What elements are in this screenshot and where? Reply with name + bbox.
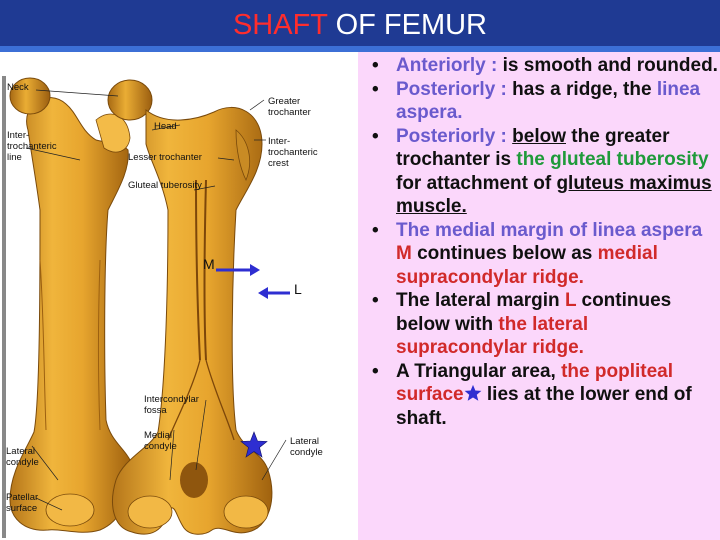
label-lesser-trochanter: Lesser trochanter (128, 152, 202, 163)
bullet-2-lead: Posteriorly : (396, 78, 513, 100)
bullet-3-text2: for attachment of (396, 172, 557, 194)
bullet-popliteal: A Triangular area, the popliteal surface… (366, 360, 718, 431)
page-title: SHAFT OF FEMUR (0, 8, 720, 42)
posterior-femur (107, 79, 273, 535)
bullet-1-text: is smooth and rounded. (502, 55, 718, 76)
bullet-posteriorly-ridge: Posteriorly : has a ridge, the linea asp… (366, 78, 718, 125)
inset-border (2, 76, 6, 538)
bullet-2-text: has a ridge, the (512, 78, 657, 100)
label-greater-trochanter: Greater trochanter (268, 96, 311, 118)
m-arrow (216, 264, 260, 276)
l-arrow (258, 287, 290, 299)
bullet-4-lead: The medial margin of linea aspera (396, 219, 703, 241)
label-intertrochanteric-crest: Inter-trochanteric crest (268, 136, 318, 169)
popliteal-star-icon-inline (464, 384, 481, 401)
bullet-6-lead: A Triangular area, (396, 360, 562, 382)
label-lateral-condyle-right: Lateral condyle (290, 436, 323, 458)
label-l: L (294, 281, 302, 297)
label-intercondylar-fossa: Intercondylar fossa (144, 394, 199, 416)
bullet-3-term: the gluteal tuberosity (516, 149, 709, 170)
label-m: M (203, 256, 215, 272)
text-panel: Anteriorly : is smooth and rounded. Post… (358, 52, 720, 540)
anterior-femur (9, 77, 132, 533)
bullet-6-term: the popliteal surface (396, 360, 673, 406)
popliteal-star-icon (240, 431, 268, 458)
bullet-3-below: below (512, 125, 566, 147)
bullet-4-term: medial supracondylar ridge. (396, 243, 658, 288)
label-head: Head (154, 121, 177, 132)
bullet-lateral-margin: The lateral margin L continues below wit… (366, 289, 718, 360)
bullet-3-lead: Posteriorly : (396, 125, 513, 147)
femur-illustration (2, 76, 290, 538)
title-highlight: SHAFT (232, 9, 328, 41)
label-patellar-surface: Patellar surface (6, 492, 39, 514)
bullet-5-lead: The lateral margin (396, 290, 565, 311)
label-intertrochanteric-line: Inter-trochanteric line (7, 130, 57, 163)
bullet-2-term: linea aspera. (396, 78, 701, 124)
bullet-5-text: continues below with (396, 290, 672, 335)
bullet-anteriorly: Anteriorly : is smooth and rounded. (366, 54, 718, 78)
femur-figure: Neck Head Greater trochanter Inter-troch… (0, 60, 359, 538)
bullet-5-l: L (564, 290, 577, 311)
bullet-3-text: the greater trochanter is (396, 125, 670, 171)
bullet-6-text: lies at the lower end of shaft. (396, 384, 692, 429)
bullet-posteriorly-gluteal: Posteriorly : below the greater trochant… (366, 125, 718, 219)
bullet-medial-margin: The medial margin of linea aspera M cont… (366, 219, 718, 290)
label-lateral-condyle-left: Lateral condyle (6, 446, 39, 468)
label-gluteal-tuberosity: Gluteal tuberosity (128, 180, 202, 191)
bullet-4-text: continues below as (411, 243, 598, 264)
bullet-4-m: M (396, 243, 412, 264)
title-rest: OF FEMUR (327, 9, 488, 41)
bullet-5-term: the lateral supracondylar ridge. (396, 313, 589, 359)
leader-lines (25, 89, 287, 511)
bullet-1-lead: Anteriorly : (396, 55, 503, 76)
label-medial-condyle: Medial condyle (144, 430, 177, 452)
bullet-3-muscle: gluteus maximus muscle. (396, 172, 712, 218)
label-neck: Neck (7, 82, 29, 93)
bullet-list: Anteriorly : is smooth and rounded. Post… (366, 54, 718, 430)
title-bar: SHAFT OF FEMUR (0, 0, 720, 52)
